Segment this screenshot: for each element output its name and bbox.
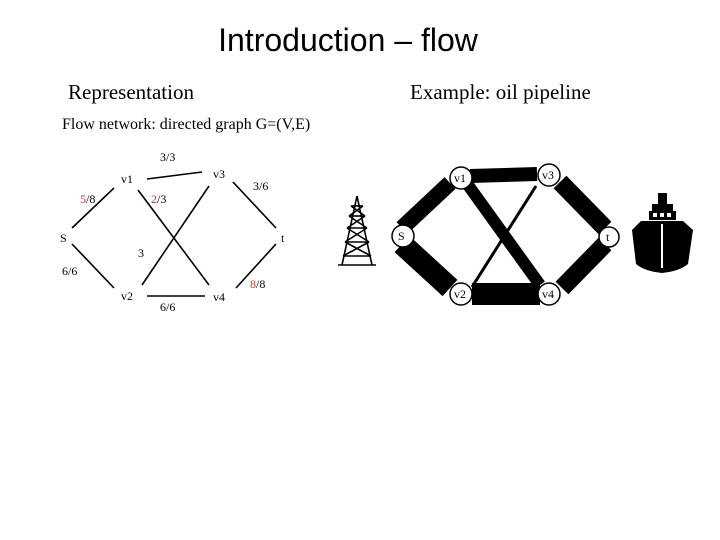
pipeline-node-s: S (398, 229, 405, 243)
pipeline-node-v1-circle (449, 166, 473, 190)
flow-network-graph (71, 171, 277, 297)
slide-title: Introduction – flow (218, 22, 478, 58)
edge-v4-t (235, 243, 277, 289)
pipeline-node-v4-circle (537, 282, 561, 306)
pipeline-node-v4: v4 (542, 287, 554, 301)
edge-label-s-v1: 5/8 (80, 192, 95, 206)
edge-label-v2-v3: 3 (138, 246, 144, 260)
edge-label-v1-v4: 2/3 (151, 192, 166, 206)
graph-node-v1: v1 (121, 172, 133, 186)
graph-node-v3: v3 (213, 167, 225, 181)
definition-text: Flow network: directed graph G=(V,E) (62, 116, 311, 133)
pipeline-nodes (391, 163, 620, 306)
pipeline-node-s-circle (391, 224, 415, 248)
edge-flow-v1-v4: 2 (151, 192, 157, 206)
pipe-v1-v3 (469, 167, 538, 183)
oil-pipeline-diagram (394, 167, 612, 305)
pipe-v2-v3 (470, 185, 538, 288)
edge-label-v1-v3: 3/3 (160, 150, 175, 164)
edge-flow-v4-t: 8 (250, 277, 256, 291)
pipeline-node-v3: v3 (542, 168, 554, 182)
oil-derrick-icon (338, 195, 376, 266)
pipeline-node-v2-circle (449, 282, 473, 306)
edge-s-v2 (71, 243, 115, 289)
edge-flow-s-v1: 5 (80, 192, 86, 206)
pipe-v4-t (555, 237, 612, 295)
ship-icon (632, 193, 693, 273)
graph-node-v2: v2 (121, 289, 133, 303)
edge-label-v4-t: 8/8 (250, 277, 265, 291)
graph-node-s: S (60, 231, 67, 245)
graph-node-v4: v4 (213, 290, 225, 304)
pipeline-node-t-circle (598, 226, 620, 248)
edge-cap-v1-v4: /3 (157, 192, 166, 206)
edge-cap-v4-t: /8 (256, 277, 265, 291)
pipe-s-v1 (396, 177, 456, 234)
edge-s-v1 (71, 187, 115, 229)
pipe-s-v2 (394, 235, 458, 297)
edge-label-s-v2: 6/6 (62, 264, 77, 278)
pipeline-node-v2: v2 (454, 287, 466, 301)
right-heading: Example: oil pipeline (410, 80, 591, 104)
pipeline-node-v3-circle (537, 163, 561, 187)
left-heading: Representation (68, 80, 194, 104)
edge-v1-v3 (146, 171, 203, 180)
pipeline-node-v1: v1 (454, 171, 466, 185)
pipeline-node-t: t (606, 230, 610, 244)
graph-node-t: t (281, 231, 285, 245)
edge-v3-t (232, 181, 277, 229)
edge-label-v2-v4: 6/6 (160, 300, 175, 314)
edge-v2-v3 (141, 185, 210, 286)
edge-label-v3-t: 3/6 (253, 179, 268, 193)
pipe-v3-t (553, 175, 612, 235)
edge-cap-s-v1: /8 (86, 192, 95, 206)
